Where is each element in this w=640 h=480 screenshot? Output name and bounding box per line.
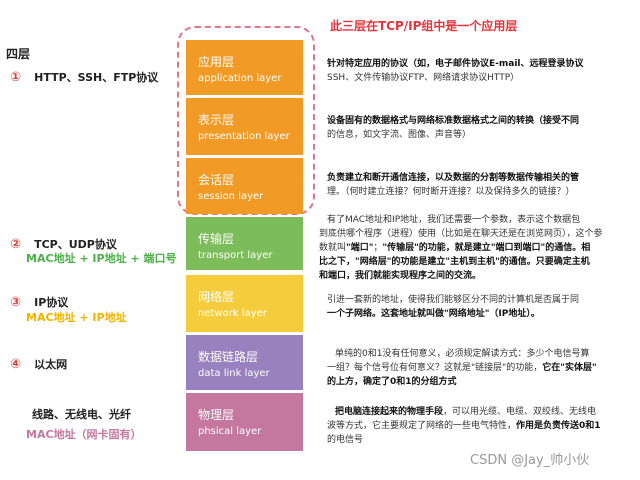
desc-phys-line2: 波等方式，它主要规定了网络的一些电气特性，作用是负责传送0和1 (327, 421, 601, 431)
desc-trans-line4: 比之下，"网络层"的功能是建立"主机到主机"的通信。只要确定主机 (319, 257, 590, 267)
desc-link-line3: 的上方，确定了0和1的分组方式 (327, 377, 457, 387)
layer-presentation: 表示层 presentation layer (186, 98, 303, 155)
layer-network-en: network layer (198, 308, 267, 319)
protocol-label-4: 以太网 (34, 358, 68, 371)
desc-trans-line1: 有了MAC地址和IP地址，我们还需要一个参数，表示这个数据包 (327, 215, 581, 225)
desc-data-link: 单纯的0和1没有任何意义，必须规定解读方式：多少个电信号算 一组？每个信号位有何… (327, 347, 632, 389)
layer-session-en: session layer (198, 191, 264, 202)
circled-number-1: ① (10, 70, 22, 85)
layer-network-name: 网络层 (198, 290, 235, 304)
layer-presentation-name: 表示层 (198, 113, 235, 127)
layer-physical-name: 物理层 (198, 408, 235, 422)
layer-transport-en: transport layer (198, 250, 273, 261)
layer-data-link-name: 数据链路层 (198, 350, 259, 364)
circled-number-4: ④ (10, 357, 22, 372)
desc-net-line1: 引进一套新的地址，使得我们能够区分不同的计算机是否属于同 (327, 295, 580, 305)
left-group-2: ② TCP、UDP协议 (10, 233, 117, 252)
desc-link-line2: 一组？每个信号位有何意义？这就是"链接层"的功能，它在"实体层" (327, 363, 597, 373)
app-group-note: 此三层在TCP/IP组中是一个应用层 (330, 19, 518, 33)
desc-sess-line1: 负责建立和断开通信连接，以及数据的分割等数据传输相关的管 (327, 173, 580, 183)
layer-physical-en: phsical layer (198, 426, 262, 437)
layer-transport-name: 传输层 (198, 232, 235, 246)
layer-data-link: 数据链路层 data link layer (186, 335, 303, 390)
circled-number-3: ③ (10, 295, 22, 310)
address-label-5: MAC地址（网卡固有） (26, 428, 142, 441)
desc-trans-line2: 到底供哪个程序（进程）使用（比如是在聊天还是在浏览网页），这个参 (319, 229, 603, 239)
four-layer-label: 四层 (6, 47, 31, 61)
protocol-label-2: TCP、UDP协议 (34, 238, 117, 251)
csdn-watermark: CSDN @Jay_帅小伙 (470, 453, 590, 468)
layer-presentation-en: presentation layer (198, 131, 290, 142)
layer-session-name: 会话层 (198, 173, 235, 187)
address-label-2: MAC地址 + IP地址 + 端口号 (26, 252, 177, 265)
desc-network: 引进一套新的地址，使得我们能够区分不同的计算机是否属于同 一个子网络。这套地址就… (327, 293, 632, 321)
desc-net-line2: 一个子网络。这套地址就叫做"网络地址"（IP地址）。 (327, 309, 540, 319)
layer-application-name: 应用层 (198, 55, 235, 69)
desc-application: 针对特定应用的协议（如，电子邮件协议E-mail、远程登录协议 SSH、文件传输… (327, 57, 632, 85)
circled-number-2: ② (10, 237, 22, 252)
layer-application-en: application layer (198, 73, 282, 84)
left-group-1: ① HTTP、SSH、FTP协议 (10, 66, 158, 85)
desc-trans-line5: 和端口，我们就能实现程序之间的交流。 (319, 271, 482, 281)
layer-session: 会话层 session layer (186, 158, 303, 214)
desc-transport: 有了MAC地址和IP地址，我们还需要一个参数，表示这个数据包 到底供哪个程序（进… (319, 213, 634, 283)
left-group-3: ③ IP协议 (10, 291, 68, 310)
desc-phys-line1: 把电脑连接起来的物理手段，可以用光缆、电缆、双绞线、无线电 (335, 407, 597, 417)
desc-link-line1: 单纯的0和1没有任何意义，必须规定解读方式：多少个电信号算 (335, 349, 590, 359)
desc-app-line1: 针对特定应用的协议（如，电子邮件协议E-mail、远程登录协议 (327, 59, 584, 69)
layer-physical: 物理层 phsical layer (186, 393, 303, 451)
layer-data-link-en: data link layer (198, 368, 270, 379)
layer-transport: 传输层 transport layer (186, 217, 303, 270)
desc-presentation: 设备固有的数据格式与网络标准数据格式之间的转换（接受不同 的信息，如文字流、图像… (327, 114, 632, 142)
desc-phys-line3: 的电信号 (327, 435, 364, 445)
protocol-label-1: HTTP、SSH、FTP协议 (34, 71, 159, 84)
desc-physical: 把电脑连接起来的物理手段，可以用光缆、电缆、双绞线、无线电 波等方式，它主要规定… (327, 405, 632, 447)
desc-app-line2: SSH、文件传输协议FTP、网络请求协议HTTP） (327, 73, 520, 83)
application-group-dashed-box (177, 26, 315, 215)
address-label-3: MAC地址 + IP地址 (26, 311, 127, 324)
layer-network: 网络层 network layer (186, 275, 303, 332)
desc-session: 负责建立和断开通信连接，以及数据的分割等数据传输相关的管 理。（何时建立连接？何… (327, 171, 632, 199)
desc-pres-line1: 设备固有的数据格式与网络标准数据格式之间的转换（接受不同 (327, 116, 580, 126)
left-group-4: ④ 以太网 (10, 353, 67, 372)
desc-trans-line3: 数就叫"端口"；"传输层"的功能，就是建立"端口到端口"的通信。相 (319, 243, 591, 253)
layer-application: 应用层 application layer (186, 40, 303, 95)
desc-sess-line2: 理。（何时建立连接？何时断开连接？以及保持多久的链接？） (327, 187, 575, 197)
desc-pres-line2: 的信息，如文字流、图像、声音等） (327, 130, 472, 140)
protocol-label-5: 线路、无线电、光纤 (32, 408, 131, 421)
protocol-label-3: IP协议 (34, 296, 69, 309)
